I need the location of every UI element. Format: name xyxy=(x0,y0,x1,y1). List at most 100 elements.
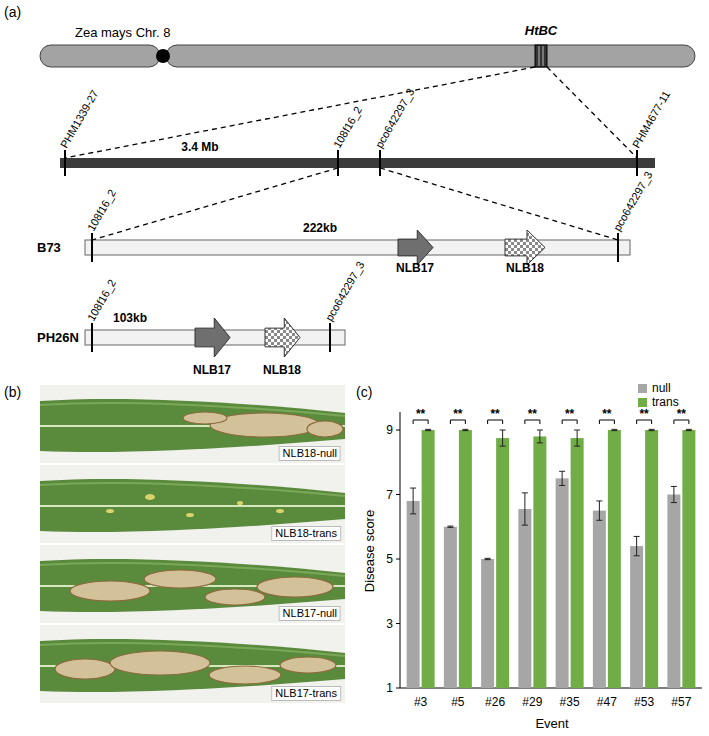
leaf-label: NLB17-null xyxy=(279,606,341,621)
error-bar xyxy=(611,429,617,430)
marker-tick xyxy=(636,150,638,176)
bar-group xyxy=(608,429,621,688)
leaf-blade xyxy=(40,479,345,532)
chromosome-arm xyxy=(40,45,160,67)
haplotype-bar: B73222kbNLB17NLB18 xyxy=(85,240,630,255)
error-bar xyxy=(559,471,565,485)
gene-arrow: NLB17 xyxy=(195,318,230,357)
significance-bracket xyxy=(599,420,614,424)
legend-swatch xyxy=(638,384,647,393)
gene-arrow-shape xyxy=(505,230,545,265)
null-bar xyxy=(667,495,680,689)
zoom-line xyxy=(92,168,338,240)
error-bar xyxy=(447,526,453,527)
trans-bar xyxy=(459,430,472,688)
event-label: #47 xyxy=(597,695,617,709)
chromosome: Zea mays Chr. 8HtBC xyxy=(40,45,695,67)
lesion xyxy=(257,577,333,597)
significance-mark: ** xyxy=(453,407,462,421)
bar-group xyxy=(630,536,643,688)
significance-mark: ** xyxy=(490,407,499,421)
marker-ticks xyxy=(65,150,637,352)
x-axis xyxy=(400,688,702,689)
tick-mark xyxy=(396,623,400,624)
bar-group xyxy=(481,558,494,688)
leaf-photo: NLB17-null xyxy=(40,545,345,623)
tick-mark xyxy=(396,559,400,560)
error-bar xyxy=(462,429,468,430)
error-bar xyxy=(500,430,506,446)
region-fill xyxy=(60,158,655,168)
chlorotic-spot xyxy=(237,501,243,505)
significance-mark: ** xyxy=(416,407,425,421)
null-bar xyxy=(593,511,606,688)
zoom-line xyxy=(65,67,535,158)
lesion xyxy=(144,570,216,588)
event-label: #26 xyxy=(485,695,505,709)
bar-group xyxy=(682,429,695,688)
marker-name: PHM4677-11 xyxy=(629,88,673,150)
bar-group xyxy=(593,501,606,688)
length-label: 3.4 Mb xyxy=(181,140,218,154)
marker-tick xyxy=(329,323,331,352)
leaf-edge xyxy=(40,483,345,496)
line-name: PH26N xyxy=(37,331,79,345)
null-bar xyxy=(556,478,569,688)
event-label: #3 xyxy=(414,695,427,709)
error-bar xyxy=(485,558,491,559)
chlorotic-spot xyxy=(106,509,114,513)
connector-layer xyxy=(65,67,637,240)
significance-bracket xyxy=(562,420,577,424)
significance-mark: ** xyxy=(565,407,574,421)
line-name: B73 xyxy=(37,241,61,255)
legend-text: trans xyxy=(652,395,679,409)
gene-arrow: NLB18 xyxy=(505,230,545,265)
error-bar xyxy=(596,501,602,520)
y-axis xyxy=(400,412,401,688)
significance-mark: ** xyxy=(677,407,686,421)
significance-bracket xyxy=(450,420,465,424)
trans-bar xyxy=(645,430,658,688)
photo-background xyxy=(40,545,345,623)
lesion xyxy=(307,421,343,437)
marker-name: 108f16_2 xyxy=(330,104,365,151)
bar-group xyxy=(533,430,546,688)
lesion xyxy=(280,657,336,673)
centromere xyxy=(156,49,170,63)
event-label: #57 xyxy=(671,695,691,709)
trans-bar xyxy=(608,430,621,688)
locus-band xyxy=(543,46,544,66)
gene-name: NLB18 xyxy=(263,363,301,377)
bar-group xyxy=(571,430,584,688)
shape-outline xyxy=(40,45,695,67)
tick-mark xyxy=(396,430,400,431)
event-label: #5 xyxy=(451,695,464,709)
marker-name: pco642297_3 xyxy=(610,169,655,234)
trans-bar xyxy=(422,430,435,688)
bar-group xyxy=(444,526,457,688)
error-bar xyxy=(671,486,677,502)
error-bar xyxy=(425,429,431,430)
shape-outline xyxy=(265,318,300,357)
gene-arrow-shape xyxy=(398,230,433,265)
event-label: #35 xyxy=(560,695,580,709)
gene-arrow-shape xyxy=(195,318,230,357)
marker-tick xyxy=(337,150,339,176)
shape-outline xyxy=(195,318,230,357)
leaf-photo: NLB17-trans xyxy=(40,625,345,703)
leaf-label: NLB18-null xyxy=(279,446,341,461)
marker-name: pco642297_3 xyxy=(322,259,367,324)
lesion xyxy=(110,651,210,675)
lesion xyxy=(183,412,227,424)
photo-background xyxy=(40,385,345,463)
bar-group xyxy=(422,429,435,688)
lesion xyxy=(209,666,281,684)
axis-title: Disease score xyxy=(363,510,377,592)
panel-letter: (a) xyxy=(4,5,21,19)
leaf-label: NLB18-trans xyxy=(271,526,341,541)
tick-label: 3 xyxy=(386,617,393,631)
marker-tick xyxy=(91,233,93,262)
shape-outline xyxy=(398,230,433,265)
tick-label: 1 xyxy=(386,681,393,695)
locus-fill xyxy=(535,45,547,67)
